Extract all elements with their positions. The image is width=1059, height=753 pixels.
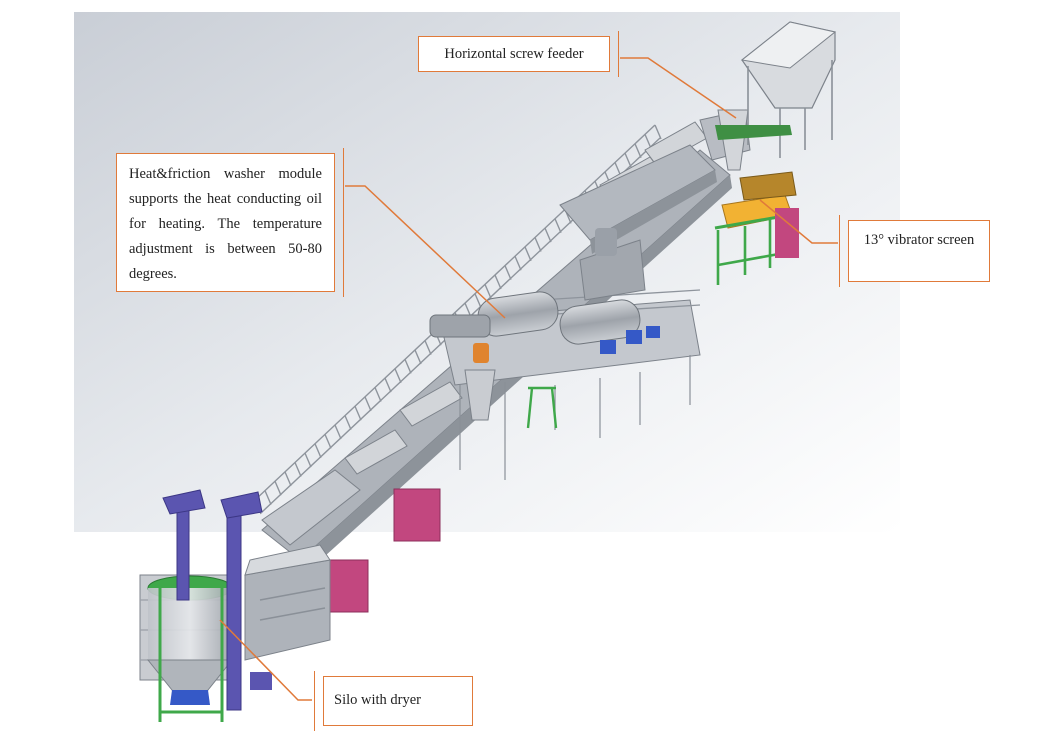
callout-text: Heat&friction washer module supports the… — [129, 166, 322, 282]
handrail-post — [634, 143, 642, 159]
handrail-post — [504, 265, 512, 280]
feeder-hopper — [715, 21, 837, 158]
handrail-post — [534, 237, 542, 252]
wash-tank — [344, 429, 408, 475]
leader-screen — [759, 199, 838, 244]
callout-accent-bar — [839, 215, 840, 287]
collection-bin — [393, 488, 441, 542]
friction-washer-platform — [429, 289, 701, 480]
leader-washer — [345, 185, 506, 319]
wash-tank — [399, 381, 463, 427]
callout-accent-bar — [314, 671, 315, 731]
handrail-post — [324, 434, 332, 449]
handrail-post — [284, 471, 292, 487]
handrail-post — [554, 218, 562, 234]
callout-text: Horizontal screw feeder — [444, 46, 584, 62]
callout-vibrator-screen: 13° vibrator screen — [839, 215, 990, 287]
handrail-post — [484, 284, 492, 299]
handrail-post — [544, 227, 552, 243]
handrail-post — [354, 405, 362, 421]
handrail-post — [304, 452, 312, 468]
handrail-post — [524, 246, 532, 262]
handrail-post — [364, 396, 372, 412]
handrail-post — [294, 462, 302, 477]
handrail-post — [644, 134, 652, 149]
handrail-post — [394, 368, 402, 384]
handrail-post — [374, 387, 382, 402]
callout-accent-bar — [343, 148, 344, 297]
callout-text: Silo with dryer — [334, 692, 421, 708]
leader-lines — [219, 57, 838, 701]
handrail-post — [384, 377, 392, 393]
callout-heat-friction-washer: Heat&friction washer module supports the… — [116, 148, 344, 297]
handrail-post — [474, 293, 482, 309]
callout-horizontal-screw-feeder: Horizontal screw feeder — [418, 31, 619, 77]
handrail-post — [654, 124, 662, 140]
handrail-post — [344, 415, 352, 430]
callout-silo-with-dryer: Silo with dryer — [314, 671, 473, 731]
vibrator-screen — [714, 171, 799, 285]
handrail-post — [424, 340, 432, 355]
handrail-post — [514, 255, 522, 271]
handrail-post — [274, 480, 282, 496]
lower-dewatering-section — [244, 469, 361, 661]
handrail-post — [314, 443, 322, 459]
callout-text: 13° vibrator screen — [863, 232, 975, 248]
handrail-post — [264, 490, 272, 505]
handrail-post — [334, 424, 342, 440]
callout-accent-bar — [618, 31, 619, 77]
leader-silo — [219, 619, 312, 701]
handrail-post — [414, 349, 422, 365]
handrail-post — [494, 274, 502, 290]
silo-with-dryer — [139, 489, 272, 722]
leader-feeder — [620, 57, 737, 119]
handrail-post — [624, 152, 632, 168]
handrail-post — [404, 359, 412, 374]
